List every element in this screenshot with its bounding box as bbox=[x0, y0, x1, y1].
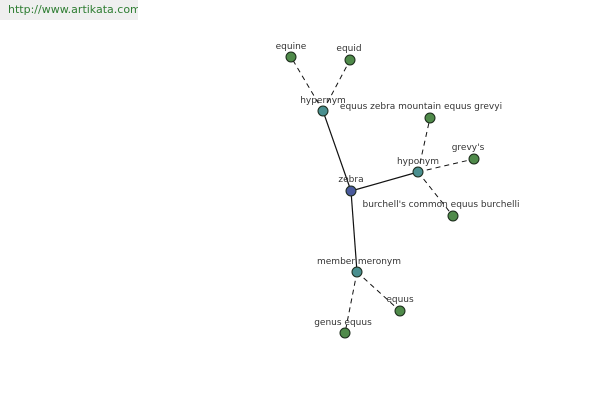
node-zebra[interactable] bbox=[345, 185, 357, 197]
graph-edges bbox=[290, 56, 475, 334]
node-grevys[interactable] bbox=[468, 153, 480, 165]
label-equid[interactable]: equid bbox=[336, 44, 361, 54]
edge-zebra-hyponym bbox=[350, 171, 419, 192]
edge-zebra-hypernym bbox=[322, 110, 352, 192]
node-hypernym[interactable] bbox=[317, 105, 329, 117]
edge-hyponym-burchells bbox=[417, 171, 454, 217]
label-burchells[interactable]: burchell's common equus burchelli bbox=[362, 200, 519, 210]
node-burchells[interactable] bbox=[447, 210, 459, 222]
node-member-meronym[interactable] bbox=[351, 266, 363, 278]
edge-hypernym-equine bbox=[290, 56, 324, 112]
edge-hyponym-equus-zebra bbox=[417, 117, 431, 173]
label-member-meronym[interactable]: member meronym bbox=[317, 257, 401, 267]
site-url-banner[interactable]: http://www.artikata.com bbox=[0, 0, 138, 20]
edge-member-meronym-equus bbox=[356, 271, 401, 312]
label-grevys[interactable]: grevy's bbox=[452, 143, 485, 153]
node-equine[interactable] bbox=[285, 51, 297, 63]
node-equus-zebra[interactable] bbox=[424, 112, 436, 124]
node-genus-equus[interactable] bbox=[339, 327, 351, 339]
label-zebra[interactable]: zebra bbox=[338, 175, 363, 185]
label-hypernym[interactable]: hypernym bbox=[300, 96, 346, 106]
label-hyponym[interactable]: hyponym bbox=[397, 157, 439, 167]
node-hyponym[interactable] bbox=[412, 166, 424, 178]
edge-zebra-member-meronym bbox=[350, 190, 358, 273]
edge-member-meronym-genus-equus bbox=[344, 271, 358, 334]
node-equus[interactable] bbox=[394, 305, 406, 317]
label-genus-equus[interactable]: genus equus bbox=[314, 318, 372, 328]
graph-nodes bbox=[285, 51, 480, 339]
label-equine[interactable]: equine bbox=[276, 42, 307, 52]
edge-hypernym-equid bbox=[322, 59, 351, 112]
label-equus[interactable]: equus bbox=[386, 295, 414, 305]
node-equid[interactable] bbox=[344, 54, 356, 66]
edge-hyponym-grevys bbox=[417, 158, 475, 173]
graph-labels: zebra hypernym hyponym member meronym equine… bbox=[276, 42, 520, 328]
label-equus-zebra[interactable]: equus zebra mountain equus grevyi bbox=[340, 102, 502, 112]
